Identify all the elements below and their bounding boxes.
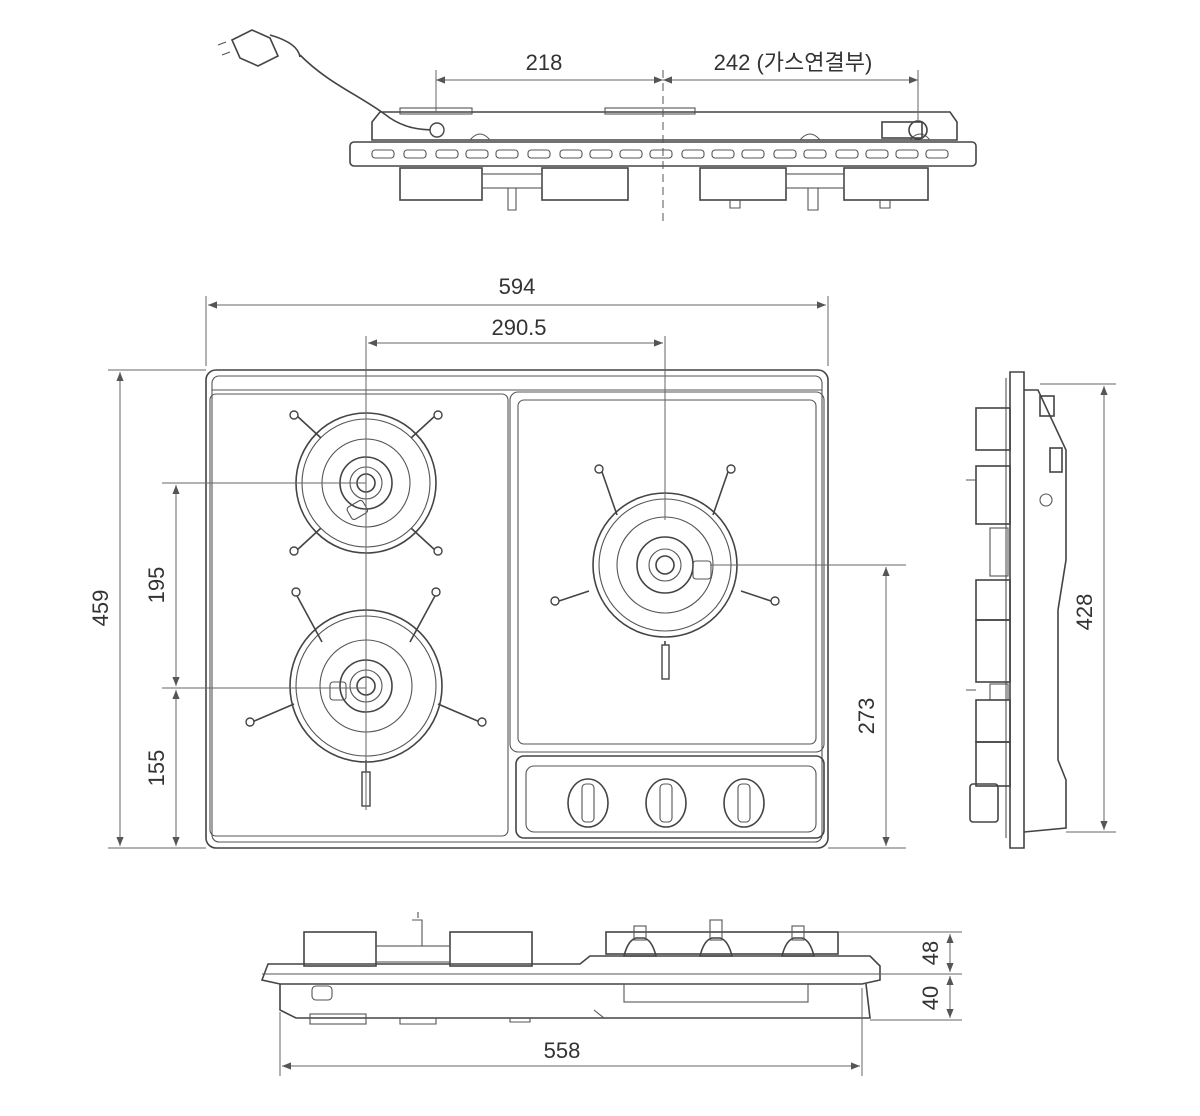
front-elevation-view bbox=[260, 912, 881, 1025]
dimension-558: 558 bbox=[279, 988, 863, 1076]
dim-label-155: 155 bbox=[144, 750, 169, 787]
dim-label-594: 594 bbox=[499, 274, 536, 299]
dimension-242: 242 (가스연결부) bbox=[663, 50, 919, 120]
plan-view bbox=[205, 336, 829, 849]
side-elevation-view bbox=[966, 371, 1067, 849]
dim-label-428: 428 bbox=[1072, 594, 1097, 631]
dim-label-558: 558 bbox=[544, 1038, 581, 1063]
dimension-273: 273 bbox=[710, 564, 906, 849]
dim-label-290-5: 290.5 bbox=[491, 315, 546, 340]
dim-label-40: 40 bbox=[918, 986, 943, 1010]
knob-right bbox=[723, 778, 765, 828]
dim-label-273: 273 bbox=[854, 698, 879, 735]
dimension-459: 459 bbox=[88, 369, 206, 849]
dimension-594: 594 bbox=[205, 274, 829, 366]
dim-label-459: 459 bbox=[88, 590, 113, 627]
control-knobs bbox=[567, 778, 765, 828]
knob-center bbox=[645, 778, 687, 828]
power-cord bbox=[299, 54, 437, 131]
vent-slots bbox=[371, 149, 949, 159]
dim-label-218: 218 bbox=[526, 50, 563, 75]
front-knob-right bbox=[780, 925, 816, 957]
dimension-428: 428 bbox=[1040, 383, 1116, 833]
dimension-155: 155 bbox=[144, 690, 180, 846]
front-knob-center bbox=[698, 919, 734, 957]
knob-left bbox=[567, 778, 609, 828]
power-plug-icon bbox=[217, 29, 301, 67]
rear-elevation-view bbox=[217, 29, 977, 222]
dimension-218: 218 bbox=[435, 50, 663, 112]
dim-label-195: 195 bbox=[144, 567, 169, 604]
dimension-40: 40 bbox=[870, 976, 962, 1021]
dimension-48: 48 bbox=[838, 931, 962, 975]
front-knob-left bbox=[622, 925, 658, 957]
dim-label-48: 48 bbox=[918, 941, 943, 965]
dim-label-242: 242 (가스연결부) bbox=[714, 50, 873, 75]
dimension-195: 195 bbox=[144, 482, 366, 689]
dimension-290-5: 290.5 bbox=[368, 315, 663, 347]
